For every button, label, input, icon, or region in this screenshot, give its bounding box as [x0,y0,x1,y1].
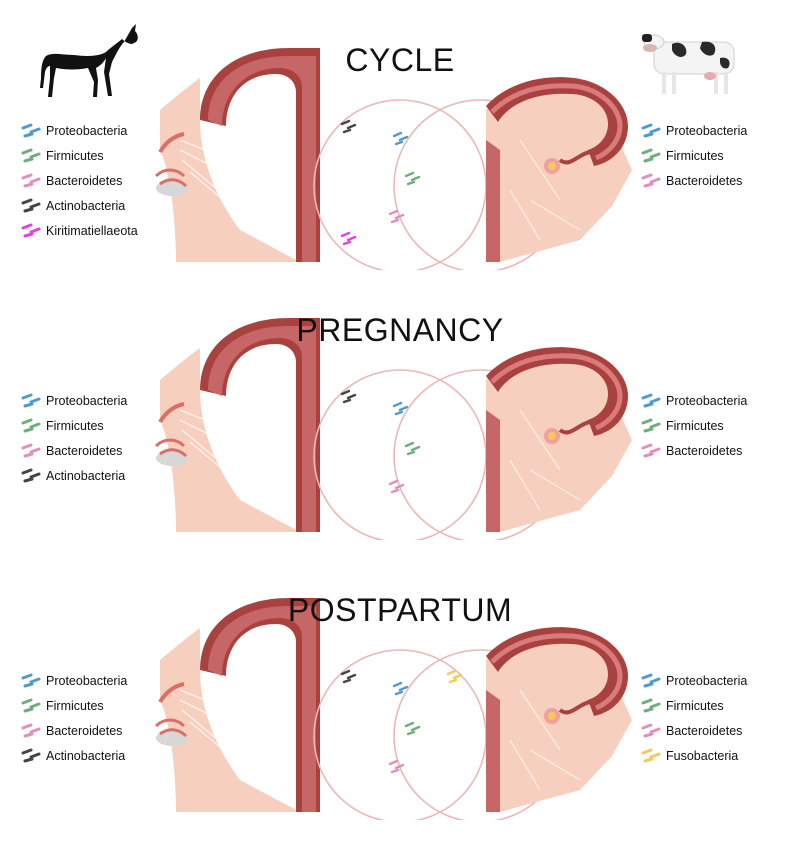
legend-label: Bacteroidetes [46,444,122,458]
right-legend-item-bacteroidetes: Bacteroidetes [640,168,747,193]
right-legend-item-bacteroidetes: Bacteroidetes [640,718,747,743]
legend-label: Actinobacteria [46,749,125,763]
legend-label: Proteobacteria [666,124,747,138]
legend-label: Firmicutes [666,149,724,163]
right-legend-item-firmicutes: Firmicutes [640,693,747,718]
bacteria-icon [640,673,664,689]
venn-bacteria-firmicutes [406,443,419,454]
legend-label: Firmicutes [666,699,724,713]
right-legend-item-proteobacteria: Proteobacteria [640,118,747,143]
legend-label: Proteobacteria [46,674,127,688]
venn-bacteria-firmicutes [406,173,419,184]
bacteria-icon [640,123,664,139]
horse-uterus-illustration [156,318,320,532]
bacteria-icon [640,418,664,434]
venn-bacteria-actinobacteria [342,671,355,682]
bacteria-icon [640,173,664,189]
cow-uterus-illustration [486,347,632,532]
left-legend-item-firmicutes: Firmicutes [20,143,138,168]
left-legend-item-firmicutes: Firmicutes [20,693,127,718]
bacteria-icon [20,198,44,214]
legend-label: Firmicutes [46,149,104,163]
legend-label: Firmicutes [46,699,104,713]
bacteria-icon [20,443,44,459]
bacteria-icon [20,393,44,409]
bacteria-icon [20,148,44,164]
left-legend-item-firmicutes: Firmicutes [20,413,127,438]
bacteria-icon [20,698,44,714]
venn-bacteria-group [342,671,461,772]
right-legend-item-proteobacteria: Proteobacteria [640,388,747,413]
legend-label: Firmicutes [46,419,104,433]
bacteria-icon [640,748,664,764]
legend-label: Bacteroidetes [46,174,122,188]
right-legend-item-firmicutes: Firmicutes [640,413,747,438]
cow-uterus-illustration [486,77,632,262]
cow-uterus-illustration [486,627,632,812]
bacteria-icon [640,443,664,459]
bacteria-icon [640,723,664,739]
legend-label: Proteobacteria [46,124,127,138]
legend-label: Proteobacteria [666,394,747,408]
left-legend-item-proteobacteria: Proteobacteria [20,118,138,143]
legend-label: Proteobacteria [46,394,127,408]
bacteria-icon [20,123,44,139]
legend-label: Actinobacteria [46,199,125,213]
legend-label: Bacteroidetes [666,444,742,458]
legend-label: Bacteroidetes [46,724,122,738]
venn-bacteria-firmicutes [406,723,419,734]
right-legend-item-proteobacteria: Proteobacteria [640,668,747,693]
bacteria-icon [20,223,44,239]
right-legend-item-firmicutes: Firmicutes [640,143,747,168]
bacteria-icon [20,673,44,689]
left-legend-item-bacteroidetes: Bacteroidetes [20,168,138,193]
left-legend-item-actinobacteria: Actinobacteria [20,463,127,488]
right-legend-item-bacteroidetes: Bacteroidetes [640,438,747,463]
bacteria-icon [20,468,44,484]
bacteria-icon [20,418,44,434]
left-legend-item-actinobacteria: Actinobacteria [20,743,127,768]
right-legend-item-fusobacteria: Fusobacteria [640,743,747,768]
legend-label: Fusobacteria [666,749,738,763]
bacteria-icon [640,393,664,409]
venn-bacteria-actinobacteria [342,121,355,132]
legend-label: Actinobacteria [46,469,125,483]
bacteria-icon [640,148,664,164]
venn-bacteria-kiritimatiellaeota [342,233,355,244]
bacteria-icon [20,173,44,189]
legend-label: Firmicutes [666,419,724,433]
left-legend-item-kiritimatiellaeota: Kiritimatiellaeota [20,218,138,243]
left-legend-item-proteobacteria: Proteobacteria [20,388,127,413]
legend-label: Proteobacteria [666,674,747,688]
venn-bacteria-group [342,391,419,492]
panel-title: POSTPARTUM [0,592,800,629]
panel-title: CYCLE [0,42,800,79]
legend-label: Kiritimatiellaeota [46,224,138,238]
panel-title: PREGNANCY [0,312,800,349]
horse-uterus-illustration [156,48,320,262]
left-legend-item-bacteroidetes: Bacteroidetes [20,438,127,463]
left-legend-item-proteobacteria: Proteobacteria [20,668,127,693]
bacteria-icon [20,723,44,739]
left-legend-item-actinobacteria: Actinobacteria [20,193,138,218]
bacteria-icon [640,698,664,714]
horse-uterus-illustration [156,598,320,812]
legend-label: Bacteroidetes [666,174,742,188]
legend-label: Bacteroidetes [666,724,742,738]
bacteria-icon [20,748,44,764]
venn-bacteria-actinobacteria [342,391,355,402]
left-legend-item-bacteroidetes: Bacteroidetes [20,718,127,743]
